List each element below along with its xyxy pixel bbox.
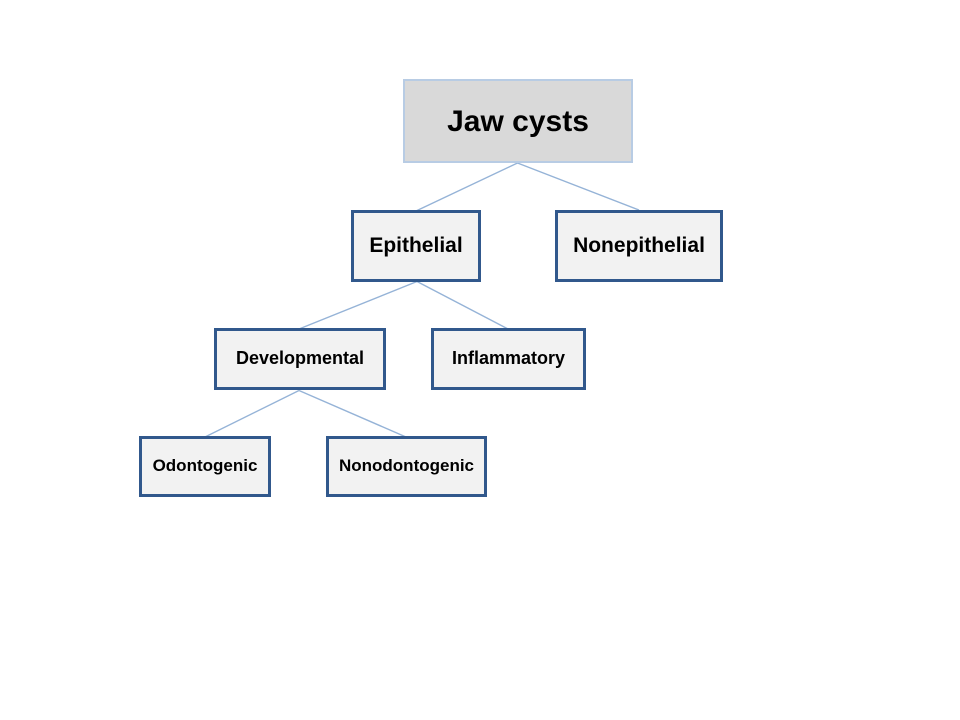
connector-developmental-nonodontogenic: [298, 389, 407, 438]
node-nonodontogenic[interactable]: Nonodontogenic: [326, 436, 487, 497]
node-odontogenic-label: Odontogenic: [152, 456, 258, 476]
node-epithelial[interactable]: Epithelial: [351, 210, 481, 282]
node-nonepithelial-label: Nonepithelial: [573, 234, 705, 258]
connector-epithelial-inflammatory: [416, 280, 509, 330]
node-nonepithelial[interactable]: Nonepithelial: [555, 210, 723, 282]
node-jaw-cysts-label: Jaw cysts: [447, 104, 589, 138]
connector-epithelial-developmental: [298, 280, 418, 330]
node-nonodontogenic-label: Nonodontogenic: [338, 456, 475, 476]
connector-jawcysts-nonepithelial: [517, 162, 640, 211]
connector-developmental-odontogenic: [204, 389, 300, 438]
node-developmental[interactable]: Developmental: [214, 328, 386, 390]
node-inflammatory[interactable]: Inflammatory: [431, 328, 586, 390]
node-epithelial-label: Epithelial: [369, 234, 463, 258]
node-jaw-cysts[interactable]: Jaw cysts: [403, 79, 633, 163]
connector-jawcysts-epithelial: [415, 162, 518, 212]
node-odontogenic[interactable]: Odontogenic: [139, 436, 271, 497]
node-developmental-label: Developmental: [235, 348, 365, 369]
node-inflammatory-label: Inflammatory: [451, 348, 566, 369]
